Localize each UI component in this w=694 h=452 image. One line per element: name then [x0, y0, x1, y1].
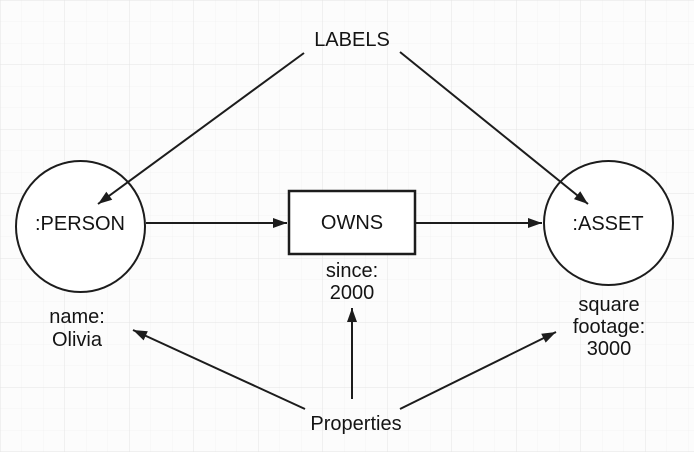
person-property-line-2: Olivia: [52, 329, 103, 351]
asset-property-line-1: square: [578, 294, 639, 316]
person-property-line-1: name:: [49, 306, 105, 328]
properties-to-name-arrow: [132, 329, 306, 410]
asset-property-line-3: 3000: [587, 338, 632, 360]
owns-relationship-label: OWNS: [321, 212, 383, 234]
asset-property-line-2: footage:: [573, 316, 645, 338]
owns-relationship-box: [287, 189, 417, 256]
asset-node-label: :ASSET: [572, 213, 643, 235]
labels-to-person-arrow: [97, 52, 305, 205]
labels-to-asset-arrow: [399, 51, 589, 205]
properties-annotation: Properties: [310, 413, 401, 435]
properties-to-footage-arrow: [399, 331, 557, 410]
owns-property-line-1: since:: [326, 260, 378, 282]
person-node-label: :PERSON: [35, 213, 125, 235]
owns-property-line-2: 2000: [330, 282, 375, 304]
labels-annotation: LABELS: [314, 29, 390, 51]
